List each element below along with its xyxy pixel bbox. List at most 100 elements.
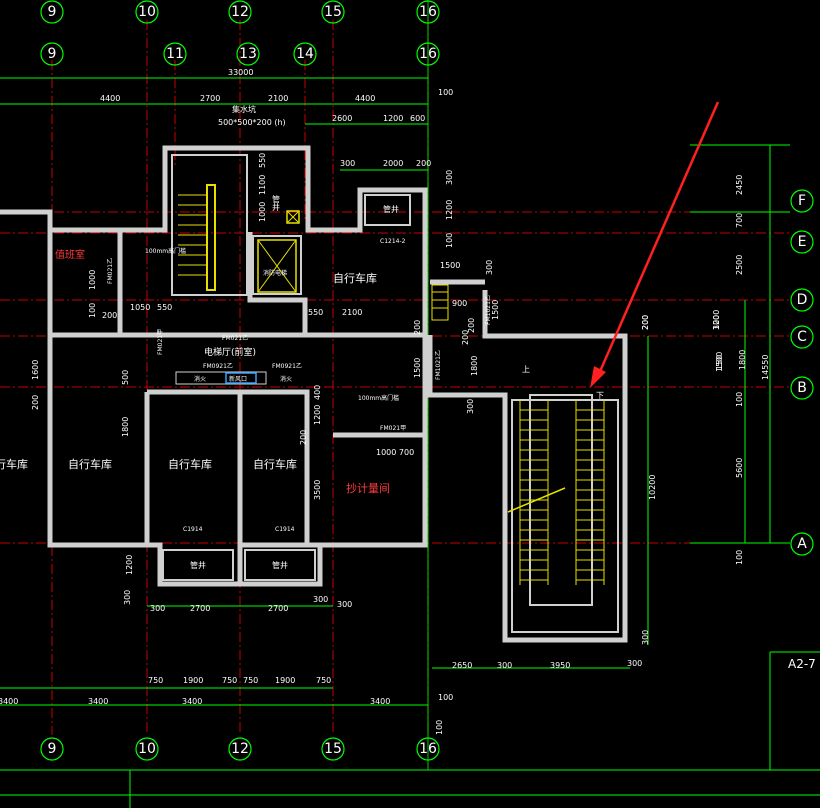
dim-shaft-vert-1: 1100	[258, 175, 267, 195]
dim-bottom-small-6: 300	[337, 600, 352, 609]
door-note-2: 100mm高门槛	[358, 394, 399, 402]
grid-axis-bottom-15-circle	[321, 737, 345, 761]
dim-right-stack-0: 2450	[735, 175, 744, 195]
grid-axis-top2-9-label: 9	[48, 46, 57, 62]
dim-bottom-row2-1: 1900	[183, 676, 203, 685]
grid-axis-top1-9-circle	[40, 0, 64, 24]
dim-top-small-0: 2600	[332, 114, 352, 123]
dim-col-right-0: 300	[445, 170, 454, 185]
dim-bottom-row3-0: 3400	[0, 697, 18, 706]
stair-treads	[178, 184, 297, 293]
dim-right-stack-1: 700	[735, 213, 744, 228]
room-label-shaft-vertical: 管井	[272, 194, 281, 212]
dim-mid-3500: 3500	[313, 480, 322, 500]
lobby-equipment	[175, 210, 300, 385]
dim-bottom-small-5: 300	[313, 595, 328, 604]
dim-mid-1800: 1800	[121, 417, 130, 437]
grid-axis-top1-15-label: 15	[324, 4, 342, 20]
room-label-elevator: 消防电梯	[263, 269, 287, 277]
grid-axis-bottom-10-circle	[135, 737, 159, 761]
dim-top-small-1: 1200	[383, 114, 403, 123]
grid-axis-top1-10-circle	[135, 0, 159, 24]
dim-v-1800: 1800	[470, 356, 479, 376]
dim-right-stack-7: 100	[735, 550, 744, 565]
grid-axis-top2-11-circle	[163, 42, 187, 66]
drawing-id: A2-7	[788, 657, 816, 671]
dim-left-200: 200	[102, 311, 117, 320]
dim-top-seg-0: 4400	[100, 94, 120, 103]
dim-shaft-row-2: 200	[416, 159, 431, 168]
dim-top-small-2: 600	[410, 114, 425, 123]
room-label-shaft-3: 管井	[272, 560, 288, 570]
stair-label-up: 上	[522, 365, 530, 374]
grid-axis-bottom-16-label: 16	[419, 741, 437, 757]
grid-axis-top2-16-circle	[416, 42, 440, 66]
dim-col-900: 900	[452, 299, 467, 308]
grid-axis-right-D-circle	[790, 288, 814, 312]
door-label-fm-vertical-2: FM1021乙	[485, 295, 492, 325]
room-label-shaft-1: 管井	[383, 204, 399, 214]
dim-top-seg-2: 2100	[268, 94, 288, 103]
grid-axis-right-E-circle	[790, 230, 814, 254]
room-labels: 自行车库 自行车库 自行车库 自行车库 自行车库 电梯厅(前室) 抄计量间 值班…	[0, 194, 604, 570]
grid-axis-top2-14-label: 14	[296, 46, 314, 62]
room-label-office: 值班室	[55, 248, 85, 261]
red-arrow-annotation	[590, 101, 720, 388]
dim-mid-1000-700: 1000 700	[376, 448, 414, 457]
grid-axis-right-D-label: D	[797, 292, 808, 308]
dim-bottom-100: 100	[438, 693, 453, 702]
grid-axis-top1-15-circle	[321, 0, 345, 24]
dim-right-small-2: 150	[715, 355, 724, 370]
dim-bottom-row2-5: 750	[316, 676, 331, 685]
room-label-garage-5: 自行车库	[0, 457, 28, 471]
equip-label-3: 消火	[280, 375, 292, 383]
door-label-fm-6: FM021甲	[157, 329, 164, 355]
grid-axis-top2-13-label: 13	[239, 46, 257, 62]
grid-axis-right-E-label: E	[798, 234, 807, 250]
door-note-1: 100mm高门槛	[145, 247, 186, 255]
grid-axis-right-F-circle	[790, 189, 814, 213]
dim-right-stack-5: 100	[735, 392, 744, 407]
grid-axis-right-B-label: B	[797, 380, 807, 396]
room-label-garage-3: 自行车库	[253, 457, 297, 471]
room-label-shaft-2: 管井	[190, 560, 206, 570]
dim-top-seg-1: 2700	[200, 94, 220, 103]
dim-bottom-small-4: 2700	[268, 604, 288, 613]
dim-bottom-right-0: 2650	[452, 661, 472, 670]
dim-col-1500b: 1500	[491, 300, 500, 320]
dim-bottom-row2-0: 750	[148, 676, 163, 685]
dim-left-550: 550	[157, 303, 172, 312]
dim-bottom-right-2: 3950	[550, 661, 570, 670]
door-label-fm-4: FM0921乙	[203, 363, 233, 370]
dim-bottom-small-3: 2700	[190, 604, 210, 613]
dim-right-small-0: 200	[641, 315, 650, 330]
door-labels: FM021乙 FM021乙 FM021甲 FM0921乙 FM0921乙 FM0…	[107, 238, 492, 533]
dim-right-stack-4: 1500	[715, 352, 724, 372]
dim-shaft-vert-0: 550	[258, 153, 267, 168]
dim-beam-title: 集水坑	[232, 104, 256, 114]
walls	[0, 145, 628, 643]
grid-axis-bottom-9-label: 9	[48, 741, 57, 757]
dim-right-stack-6: 5600	[735, 458, 744, 478]
dim-col-200: 200	[467, 318, 476, 333]
dim-left-1600: 1600	[31, 360, 40, 380]
dim-shaft-vert-2: 1000	[258, 202, 267, 222]
grid-axis-top2-16-label: 16	[419, 46, 437, 62]
dim-mid-500: 500	[121, 370, 130, 385]
dim-stair-300: 300	[466, 399, 475, 414]
room-label-garage-1: 自行车库	[68, 457, 112, 471]
grid-axis-bottom-10-label: 10	[138, 741, 156, 757]
dim-right-stack-2: 2500	[735, 255, 744, 275]
equip-label-1: 消火	[194, 375, 206, 383]
dim-left-100: 100	[88, 303, 97, 318]
dim-col-right-2: 100	[445, 233, 454, 248]
grid-axis-top1-10-label: 10	[138, 4, 156, 20]
dim-col-1500: 1500	[440, 261, 460, 270]
dim-mid-200: 200	[413, 320, 422, 335]
dim-bottom-small-1: 300	[123, 590, 132, 605]
grid-axis-right-A-label: A	[797, 536, 807, 552]
dim-shaft-row-1: 2000	[383, 159, 403, 168]
grid-axis-bottom-15-label: 15	[324, 741, 342, 757]
